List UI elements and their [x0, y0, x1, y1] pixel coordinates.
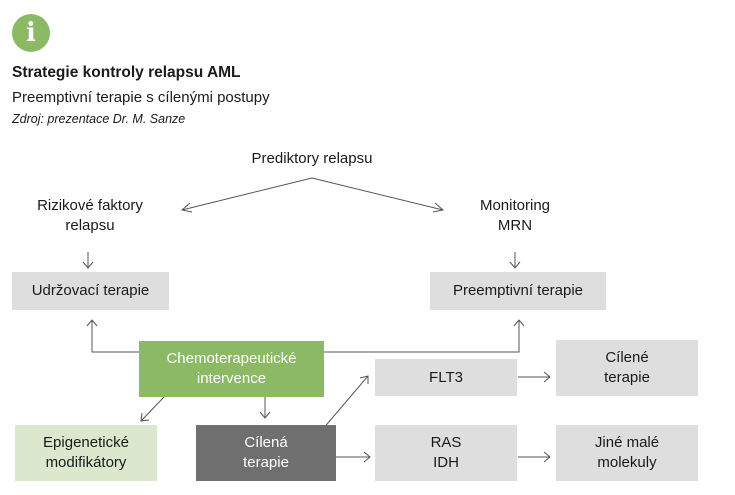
label-monitoring-mrn: Monitoring MRN: [479, 197, 551, 234]
source-note: Zdroj: prezentace Dr. M. Sanze: [12, 112, 186, 126]
arrow-predictors-monitoring: [311, 177, 444, 211]
box-maintenance-therapy: Udržovací terapie: [12, 272, 169, 310]
label-relapse-predictors: Prediktory relapsu: [251, 150, 373, 167]
info-icon: i: [12, 14, 50, 52]
arrow-predictors-risk: [181, 177, 313, 211]
arrow-chemo-maintenance: [91, 320, 139, 353]
page-subtitle: Preemptivní terapie s cílenými postupy: [12, 89, 270, 106]
box-preemptive-therapy: Preemptivní terapie: [430, 272, 606, 310]
arrow-targeted-flt3: [321, 375, 369, 431]
box-flt3: FLT3: [375, 359, 517, 396]
page-title: Strategie kontroly relapsu AML: [12, 64, 241, 81]
arrow-chemo-epigenetic: [140, 396, 165, 422]
label-risk-factors: Rizikové faktory relapsu: [37, 197, 143, 234]
arrow-chemo-preemptive: [324, 320, 520, 353]
